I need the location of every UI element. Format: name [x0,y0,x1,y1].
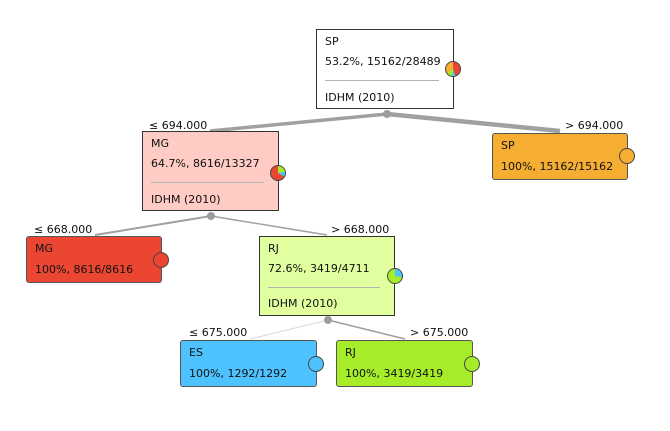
node-separator [325,80,439,81]
edge-rj-left [249,319,329,340]
node-class-label: MG [35,242,54,255]
node-stats: 72.6%, 3419/4711 [268,262,370,275]
split-dot-rj [324,316,332,324]
node-class-label: RJ [345,346,356,359]
tree-leaf-rj[interactable]: RJ 100%, 3419/3419 [336,340,480,387]
node-separator [151,182,264,183]
tree-leaf-sp[interactable]: SP 100%, 15162/15162 [492,133,635,180]
node-class-label: SP [325,35,339,48]
tree-node-rj[interactable]: RJ 72.6%, 3419/4711 IDHM (2010) [259,236,403,316]
node-stats: 100%, 3419/3419 [345,367,444,380]
node-split-attribute: IDHM (2010) [151,193,221,206]
class-distribution-pie-icon [387,268,403,284]
edge-mg-right [210,215,328,236]
edge-label-root-right: > 694.000 [565,119,624,132]
tree-node-root[interactable]: SP 53.2%, 15162/28489 IDHM (2010) [316,29,461,109]
class-distribution-pie-icon [270,165,286,181]
edge-label-mg-right: > 668.000 [331,223,390,236]
tree-leaf-es[interactable]: ES 100%, 1292/1292 [180,340,324,387]
class-distribution-pie-icon [308,356,324,372]
tree-leaf-mg[interactable]: MG 100%, 8616/8616 [26,236,169,283]
edge-mg-left [94,215,212,236]
node-class-label: SP [501,139,515,152]
edge-rj-right [327,319,406,340]
node-class-label: MG [151,137,170,150]
node-split-attribute: IDHM (2010) [268,297,338,310]
node-separator [268,287,380,288]
edge-label-rj-left: ≤ 675.000 [189,326,248,339]
edge-label-rj-right: > 675.000 [410,326,469,339]
tree-node-mg[interactable]: MG 64.7%, 8616/13327 IDHM (2010) [142,131,286,211]
node-class-label: ES [189,346,203,359]
node-class-label: RJ [268,242,279,255]
node-stats: 100%, 1292/1292 [189,367,288,380]
node-stats: 100%, 15162/15162 [501,160,614,173]
edge-label-mg-left: ≤ 668.000 [34,223,93,236]
node-split-attribute: IDHM (2010) [325,91,395,104]
split-dot-root [383,110,391,118]
node-stats: 100%, 8616/8616 [35,263,134,276]
edge-label-root-left: ≤ 694.000 [149,119,208,132]
edge-root-left [209,112,388,133]
split-dot-mg [207,212,215,220]
class-distribution-pie-icon [619,148,635,164]
class-distribution-pie-icon [153,252,169,268]
class-distribution-pie-icon [464,356,480,372]
node-stats: 64.7%, 8616/13327 [151,157,260,170]
edge-root-right [386,111,561,134]
class-distribution-pie-icon [445,61,461,77]
node-stats: 53.2%, 15162/28489 [325,55,441,68]
